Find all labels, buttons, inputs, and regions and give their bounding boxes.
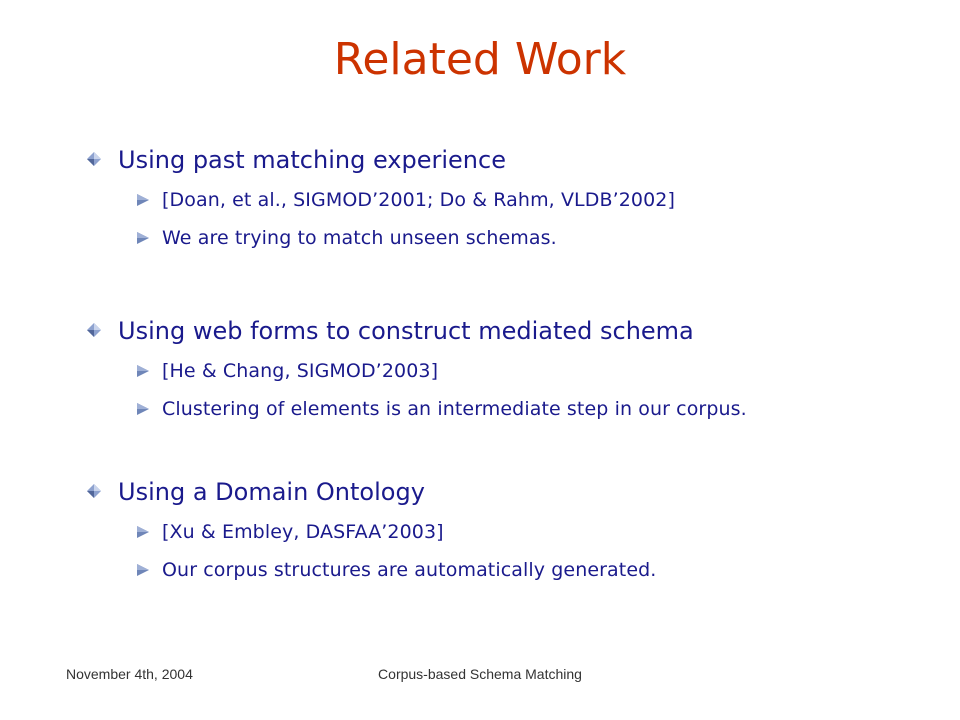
triangle-arrow-icon [137,564,149,576]
sub-point: We are trying to match unseen schemas. [0,219,960,257]
triangle-arrow-icon [137,403,149,415]
section-heading: Using web forms to construct mediated sc… [118,317,694,345]
section-heading: Using past matching experience [118,146,506,174]
section-3: Using a Domain Ontology [Xu & Embley, DA… [0,472,960,589]
triangle-arrow-icon [137,526,149,538]
sub-point: Our corpus structures are automatically … [0,551,960,589]
footer-date: November 4th, 2004 [66,666,193,682]
section-2: Using web forms to construct mediated sc… [0,311,960,428]
section-heading-row: Using past matching experience [0,140,960,180]
sub-point-label: We are trying to match unseen schemas. [162,227,557,249]
sub-point: Clustering of elements is an intermediat… [0,390,960,428]
slide-title: Related Work [333,34,627,85]
section-heading-row: Using web forms to construct mediated sc… [0,311,960,351]
section-heading-row: Using a Domain Ontology [0,472,960,512]
sub-point-label: [Doan, et al., SIGMOD’2001; Do & Rahm, V… [162,189,676,211]
sub-point-label: [Xu & Embley, DASFAA’2003] [162,521,444,543]
sub-point-label: [He & Chang, SIGMOD’2003] [162,360,439,382]
sub-point-label: Our corpus structures are automatically … [162,559,657,581]
sub-point-label: Clustering of elements is an intermediat… [162,398,747,420]
sub-point: [He & Chang, SIGMOD’2003] [0,352,960,390]
triangle-arrow-icon [137,232,149,244]
footer-title: Corpus-based Schema Matching [378,666,582,682]
diamond-bullet-icon [87,323,101,337]
triangle-arrow-icon [137,365,149,377]
section-heading: Using a Domain Ontology [118,478,425,506]
diamond-bullet-icon [87,152,101,166]
triangle-arrow-icon [137,194,149,206]
sub-point: [Xu & Embley, DASFAA’2003] [0,513,960,551]
diamond-bullet-icon [87,484,101,498]
section-1: Using past matching experience [Doan, et… [0,140,960,257]
sub-point: [Doan, et al., SIGMOD’2001; Do & Rahm, V… [0,181,960,219]
